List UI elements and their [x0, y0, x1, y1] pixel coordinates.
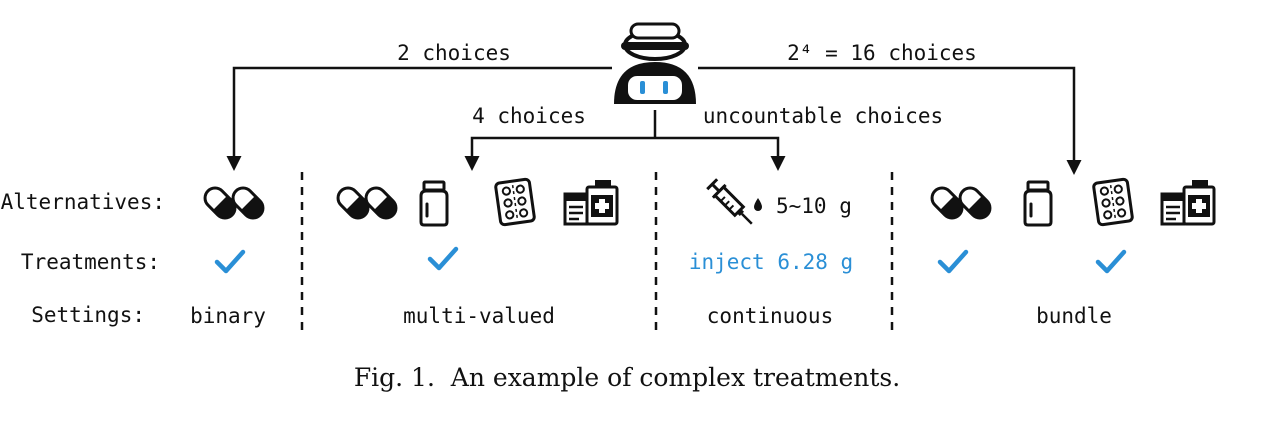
capsule-pills-icon: [926, 182, 996, 224]
arrow-binary: [226, 66, 612, 171]
capsule-pills-icon: [332, 182, 402, 224]
blister-pack-icon: [493, 177, 537, 227]
figure-caption: Fig. 1. An example of complex treatments…: [354, 363, 900, 392]
pill-bottle-icon: [1023, 180, 1053, 227]
dose-range: 5~10 g: [776, 194, 852, 218]
inject-amount: inject 6.28 g: [689, 250, 853, 274]
setting-bundle: bundle: [1036, 304, 1112, 328]
capsule-pills-icon: [199, 182, 269, 224]
row-label-alternatives: Alternatives:: [1, 190, 165, 214]
check-icon: [217, 252, 243, 271]
medicine-box-icon: [1160, 178, 1216, 226]
arrow-multi: [464, 136, 655, 171]
setting-multi-valued: multi-valued: [403, 304, 555, 328]
row-label-treatments: Treatments:: [21, 250, 160, 274]
row-label-settings: Settings:: [31, 303, 145, 327]
arrow-continuous: [655, 136, 786, 171]
connector-lines: [226, 66, 1082, 175]
blister-pack-icon: [1091, 177, 1135, 227]
check-icon: [940, 252, 966, 271]
robot-icon: [614, 22, 696, 104]
arrow-bundle: [698, 66, 1082, 175]
pill-bottle-icon: [419, 180, 449, 227]
check-icon: [1098, 252, 1124, 271]
syringe-icon: [704, 176, 764, 232]
continuous-choice-count: uncountable choices: [703, 104, 943, 128]
setting-binary: binary: [190, 304, 266, 328]
multi-choice-count: 4 choices: [472, 104, 586, 128]
bundle-choice-count: 2⁴ = 16 choices: [787, 41, 977, 65]
medicine-box-icon: [563, 178, 619, 226]
setting-continuous: continuous: [707, 304, 833, 328]
binary-choice-count: 2 choices: [397, 41, 511, 65]
check-icon: [430, 249, 456, 268]
